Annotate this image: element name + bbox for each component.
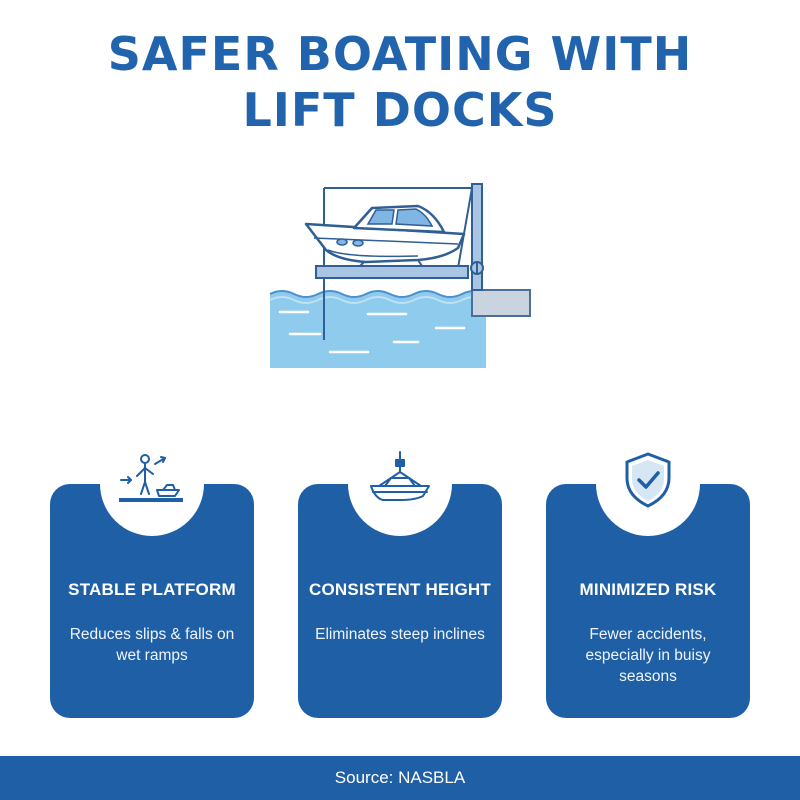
card-title: STABLE PLATFORM bbox=[68, 580, 236, 599]
shield-check-icon bbox=[613, 450, 683, 510]
boat-on-lift-illustration bbox=[268, 182, 534, 372]
boat-hoist-icon bbox=[365, 450, 435, 510]
card-description: Reduces slips & falls on wet ramps bbox=[69, 626, 235, 664]
card-minimized-risk: MINIMIZED RISK Fewer accidents, especial… bbox=[546, 432, 750, 718]
card-notch bbox=[100, 432, 204, 536]
card-description: Eliminates steep inclines bbox=[315, 626, 485, 643]
source-footer: Source: NASBLA bbox=[0, 756, 800, 800]
card-description: Fewer accidents, especially in buisy sea… bbox=[585, 626, 711, 685]
person-boarding-icon bbox=[117, 450, 187, 510]
page-title-line-1: SAFER BOATING WITH bbox=[107, 27, 693, 81]
card-stable-platform: STABLE PLATFORM Reduces slips & falls on… bbox=[50, 432, 254, 718]
page-title-line-2: LIFT DOCKS bbox=[242, 83, 558, 137]
card-title: MINIMIZED RISK bbox=[579, 580, 717, 599]
page-title: SAFER BOATING WITH LIFT DOCKS bbox=[0, 26, 800, 138]
source-text: Source: NASBLA bbox=[334, 768, 466, 787]
card-title: CONSISTENT HEIGHT bbox=[309, 580, 491, 599]
card-notch bbox=[348, 432, 452, 536]
card-consistent-height: CONSISTENT HEIGHT Eliminates steep incli… bbox=[298, 432, 502, 718]
